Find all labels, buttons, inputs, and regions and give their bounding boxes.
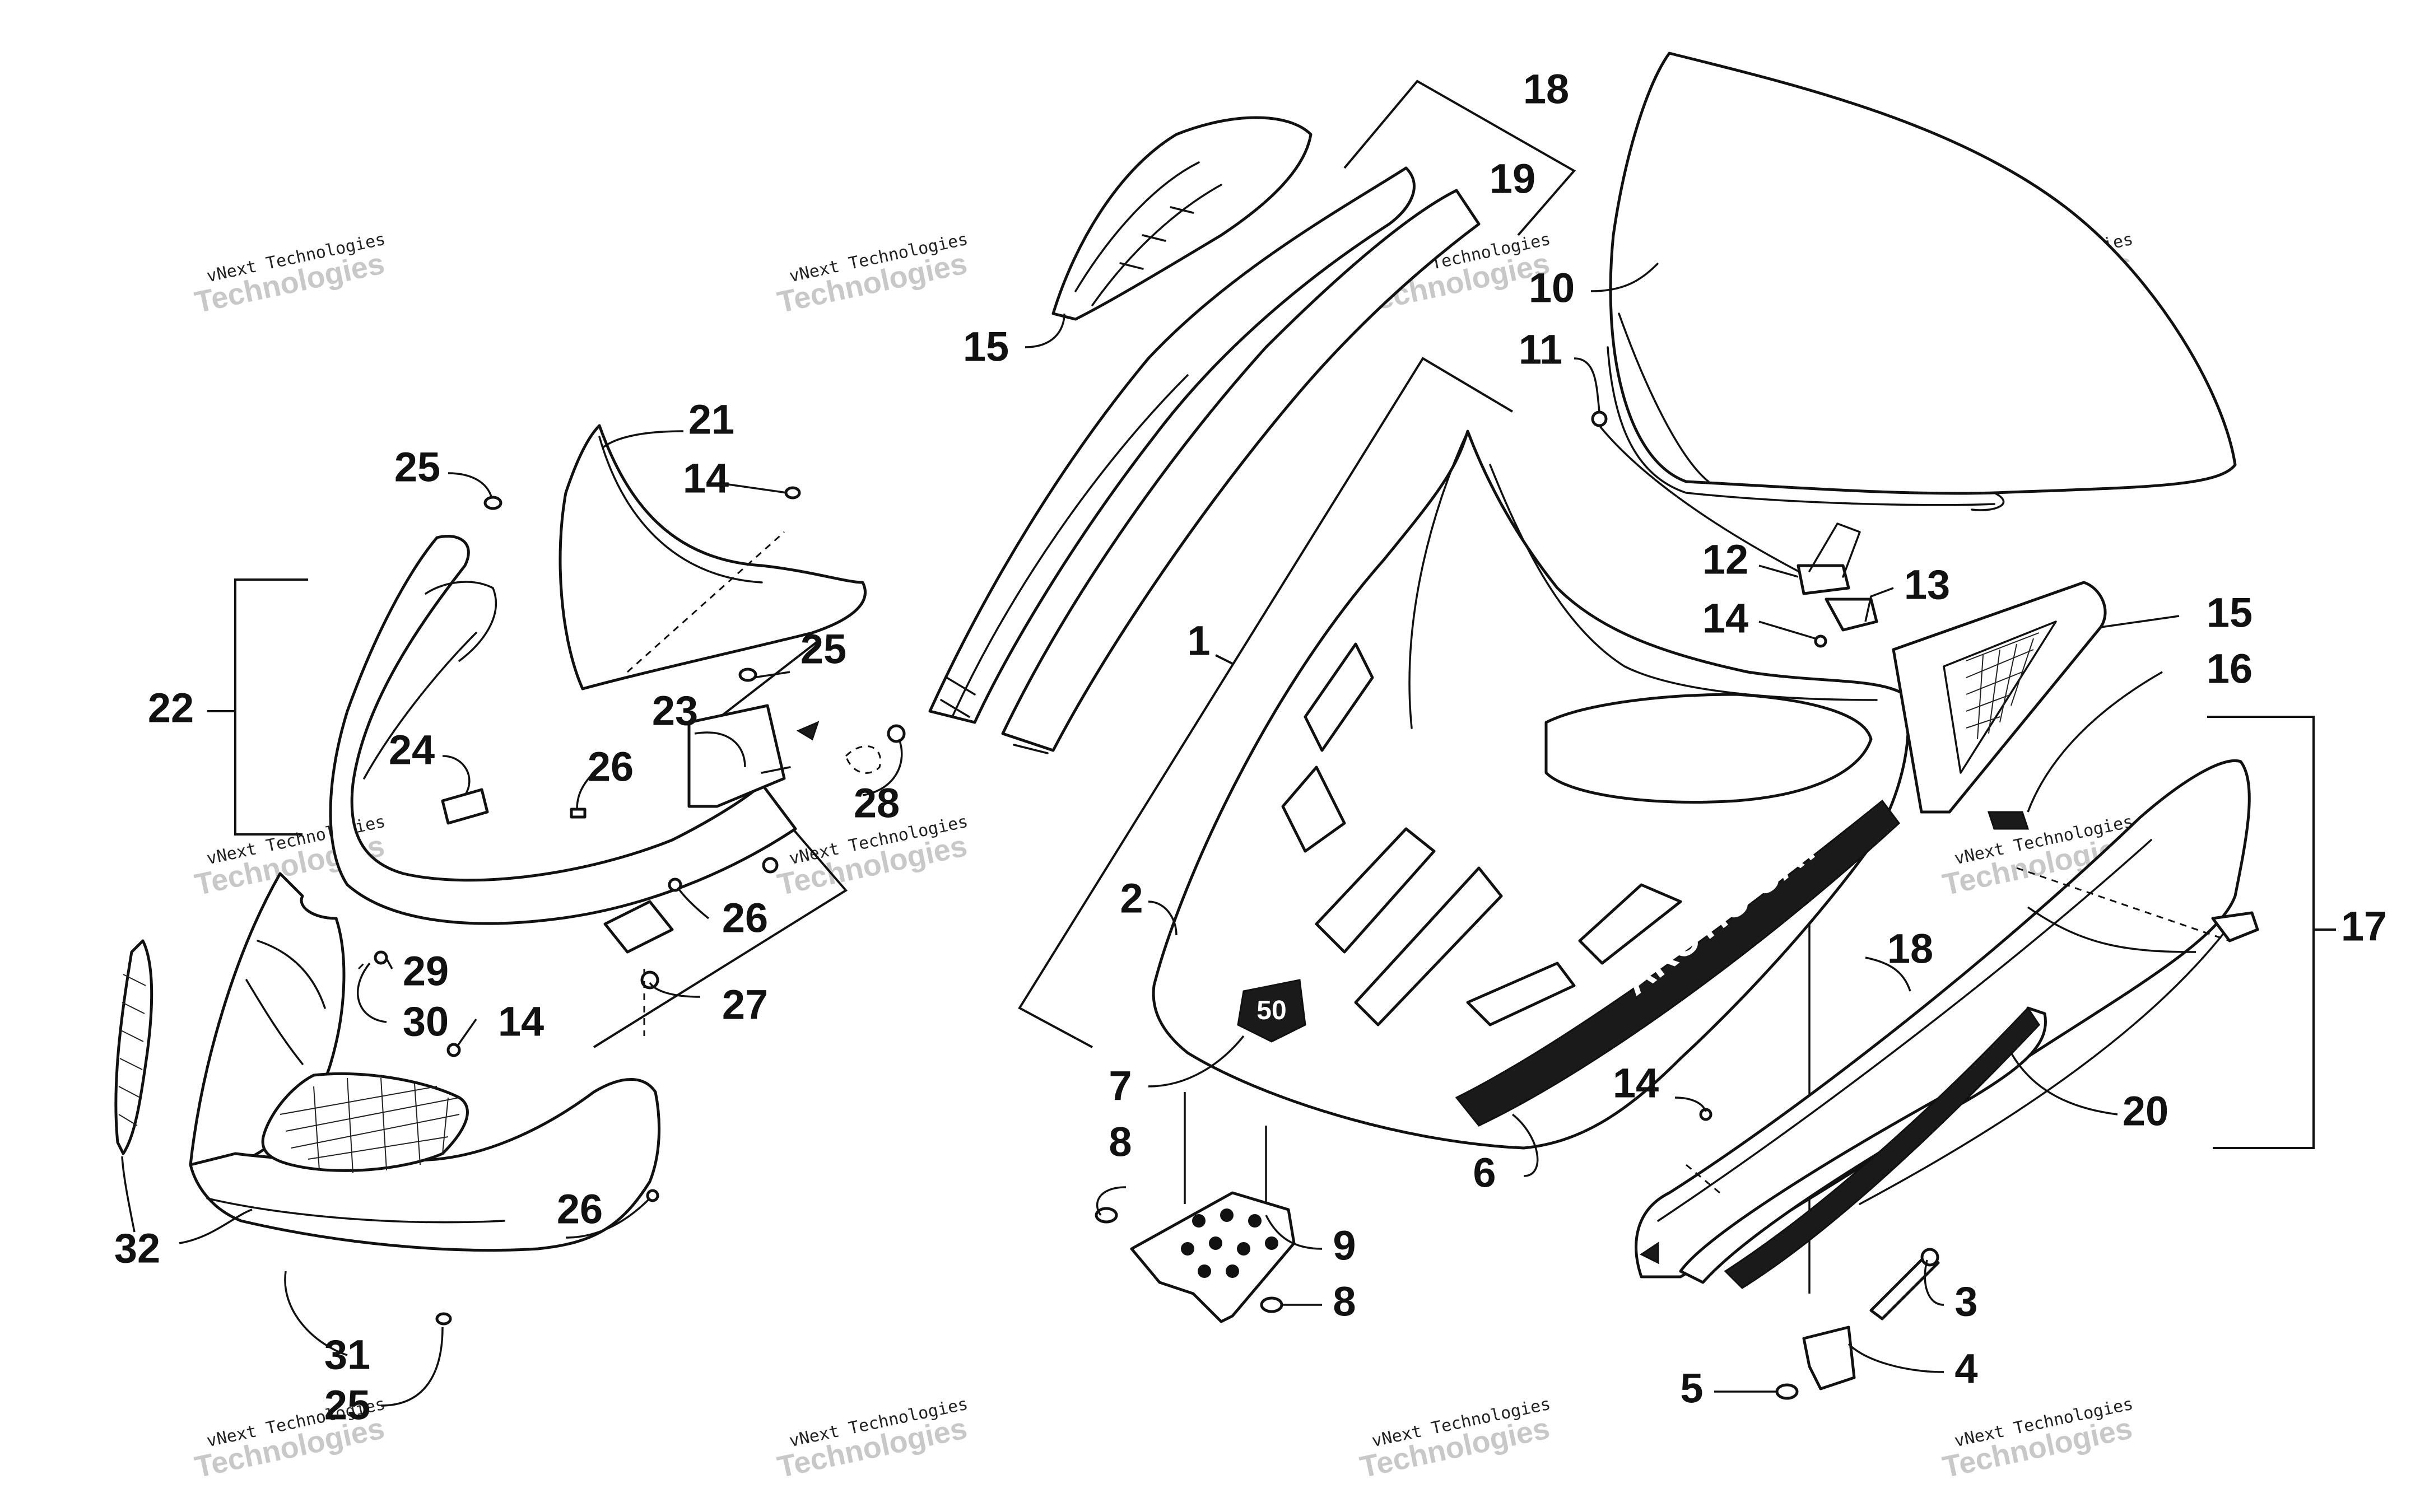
callout-19: 19 — [1490, 156, 1535, 202]
callout-27: 27 — [722, 982, 768, 1028]
callout-10: 10 — [1529, 265, 1575, 311]
callout-26-low: 26 — [557, 1186, 603, 1233]
bracket-part-13 — [1825, 598, 1878, 632]
fastener-26-low — [646, 1189, 659, 1202]
callout-12: 12 — [1702, 536, 1748, 583]
callout-15-top: 15 — [963, 324, 1009, 370]
callout-22: 22 — [148, 685, 194, 731]
callout-8-top: 8 — [1109, 1119, 1132, 1165]
fastener-14-right — [1814, 634, 1827, 648]
callout-7: 7 — [1109, 1063, 1132, 1109]
callout-16: 16 — [2207, 646, 2253, 692]
nosepan-22 — [329, 534, 797, 954]
callout-23: 23 — [652, 688, 698, 734]
bolt-3 — [1869, 1248, 1940, 1320]
callout-14-lower-right: 14 — [1613, 1060, 1659, 1107]
callout-28: 28 — [854, 780, 900, 827]
watermark-10: Technologies vNext Technologies — [774, 1394, 970, 1485]
callout-14-right: 14 — [1702, 595, 1748, 642]
arrow-mark-left — [796, 721, 820, 741]
leader-lines — [121, 262, 2196, 1407]
callout-18-lower: 18 — [1887, 926, 1933, 972]
callout-32: 32 — [114, 1225, 160, 1272]
clip-16 — [1987, 811, 2030, 830]
plate-9 — [1130, 1191, 1296, 1323]
vent-15-mesh — [1966, 632, 2040, 740]
badge-number: 50 — [1256, 996, 1286, 1025]
fastener-25-top — [483, 496, 502, 510]
fastener-25-mid — [738, 668, 757, 682]
clip-26-top — [570, 808, 587, 819]
callout-6: 6 — [1473, 1150, 1496, 1196]
vent-15-top — [1051, 116, 1313, 321]
callout-8-bottom: 8 — [1333, 1278, 1356, 1325]
callout-25-mid: 25 — [801, 626, 846, 673]
callout-3: 3 — [1954, 1278, 1977, 1325]
hood-badge-7: 50 — [1237, 979, 1306, 1043]
callout-4: 4 — [1954, 1346, 1977, 1392]
bracket-18-top — [1343, 80, 1576, 236]
callout-5: 5 — [1680, 1365, 1703, 1412]
hood-1: ARCTIC CAT 50 — [1152, 430, 1910, 1150]
callout-25-top: 25 — [394, 444, 440, 491]
grommet-27-upper — [762, 857, 779, 874]
arrow-mark-right — [1640, 1242, 1659, 1264]
callout-14-top: 14 — [683, 455, 729, 502]
watermark-12: Technologies vNext Technologies — [1939, 1394, 2135, 1485]
bracket-22 — [234, 578, 308, 836]
callout-15-right: 15 — [2207, 590, 2253, 636]
fastener-28-ghost — [845, 745, 881, 774]
watermark-2: Technologies vNext Technologies — [774, 230, 970, 320]
callout-13: 13 — [1904, 562, 1950, 608]
callout-30: 30 — [403, 998, 449, 1045]
vent-15-right — [1892, 581, 2107, 814]
fastener-14-top — [784, 486, 801, 500]
callout-24: 24 — [389, 727, 435, 773]
side-panel-18-top — [928, 166, 1416, 724]
foam-strip-19 — [1001, 189, 1481, 754]
fastener-25-low — [435, 1312, 452, 1326]
callout-9: 9 — [1333, 1222, 1356, 1269]
bracket-1 — [1018, 357, 1514, 1048]
callout-29: 29 — [403, 948, 449, 995]
callout-1: 1 — [1187, 618, 1210, 664]
windshield-10 — [1607, 52, 2237, 511]
watermark-11: Technologies vNext Technologies — [1357, 1394, 1552, 1485]
grommet-8-bottom — [1260, 1296, 1283, 1313]
callout-20: 20 — [2123, 1088, 2168, 1135]
grommet-8-left — [1095, 1207, 1118, 1224]
callout-2: 2 — [1120, 875, 1143, 922]
callout-26-mid: 26 — [722, 895, 768, 941]
callout-26-top: 26 — [588, 744, 634, 790]
grill-32 — [261, 1072, 469, 1174]
callout-25-low: 25 — [324, 1382, 370, 1429]
assembly-dashed-lines — [357, 531, 2230, 1194]
callout-17: 17 — [2341, 903, 2387, 950]
callout-18-top: 18 — [1523, 66, 1569, 113]
callout-11: 11 — [1519, 326, 1562, 373]
bracket-1-tie — [1215, 654, 1233, 665]
fastener-29 — [374, 950, 388, 965]
grommet-27 — [640, 970, 659, 990]
fastener-28 — [887, 724, 906, 743]
lower-nosepan-31 — [189, 1078, 661, 1252]
watermark-1: Technologies vNext Technologies — [192, 230, 387, 320]
headlight-cover-21 — [559, 424, 867, 690]
side-strip-32 — [114, 939, 153, 1155]
washer-5 — [1775, 1383, 1799, 1400]
callout-labels: 1 2 3 4 5 6 7 8 8 9 10 11 12 13 14 14 14… — [114, 66, 2387, 1429]
bracket-part-12 — [1797, 522, 1861, 595]
bracket-4 — [1802, 1326, 1856, 1390]
callout-21: 21 — [688, 396, 734, 443]
callout-31: 31 — [324, 1332, 370, 1378]
bracket-17 — [2207, 716, 2315, 1149]
side-decal-18-20 — [1679, 1006, 2047, 1289]
fastener-11 — [1591, 410, 1608, 427]
callout-14-left: 14 — [498, 998, 544, 1045]
